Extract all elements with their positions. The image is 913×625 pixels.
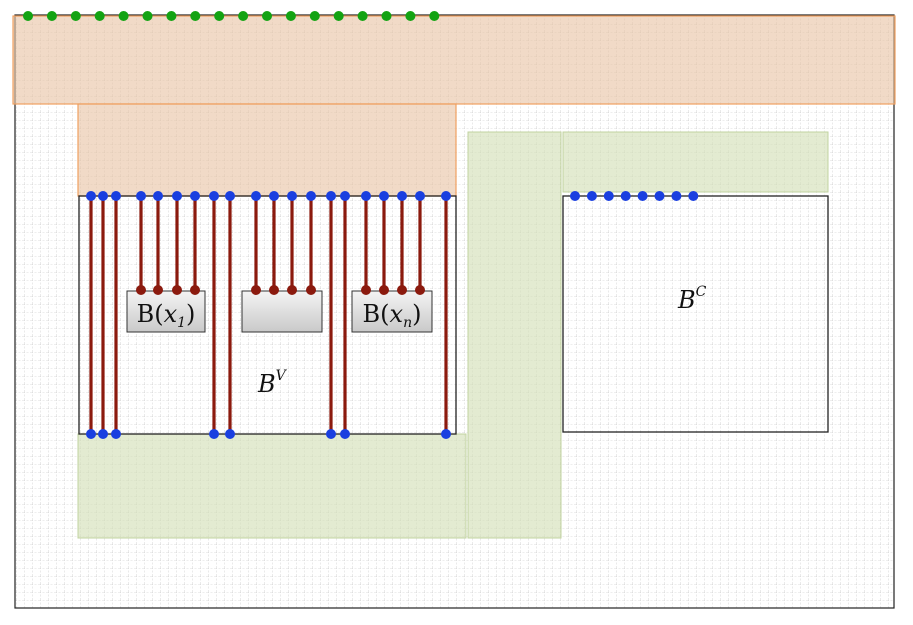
top-green-node <box>214 11 225 21</box>
bc-boundary-node <box>671 191 682 201</box>
bottom-boundary-node <box>340 429 350 439</box>
gadget-port-node <box>397 285 407 295</box>
bottom-boundary-node <box>441 429 451 439</box>
green-vertical-strip <box>467 131 562 539</box>
top-green-node <box>70 11 81 21</box>
gadget-port-node <box>136 285 146 295</box>
wire-group <box>89 196 448 434</box>
gadget-label-x1: B(x1) <box>137 300 196 331</box>
orange-region-above-bv <box>77 103 457 197</box>
top-green-node <box>429 11 440 21</box>
bc-label: BC <box>677 284 707 314</box>
bc-boundary-node <box>654 191 665 201</box>
top-orange-band <box>12 15 896 105</box>
gadget-port-node <box>251 285 261 295</box>
top-green-node <box>381 11 392 21</box>
gadget-label-xn: B(xn) <box>363 300 422 331</box>
top-boundary-node <box>269 191 279 201</box>
top-green-node <box>23 11 33 21</box>
bc-boundary-node <box>570 191 580 201</box>
top-boundary-node <box>340 191 350 201</box>
top-green-node <box>46 11 57 21</box>
gadget-port-node <box>269 285 279 295</box>
top-green-node <box>357 11 368 21</box>
bv-region-box <box>78 195 457 435</box>
gadget-port-node <box>153 285 163 295</box>
top-green-node <box>142 11 153 21</box>
top-boundary-node <box>209 191 219 201</box>
top-green-node <box>118 11 129 21</box>
gadget-box-xn <box>351 290 433 333</box>
green-region-above-bc <box>562 131 829 193</box>
top-green-node <box>238 11 249 21</box>
top-boundary-node <box>153 191 163 201</box>
top-boundary-node <box>287 191 297 201</box>
top-boundary-node <box>111 191 121 201</box>
bottom-boundary-node <box>111 429 121 439</box>
gadget-box-x1 <box>126 290 206 333</box>
gadget-port-node <box>190 285 200 295</box>
top-green-node <box>309 11 320 21</box>
top-boundary-node <box>306 191 316 201</box>
node-group <box>23 11 699 439</box>
bc-boundary-node <box>603 191 614 201</box>
gadget-port-node <box>287 285 297 295</box>
bottom-boundary-node <box>326 429 336 439</box>
top-boundary-node <box>397 191 407 201</box>
top-green-node <box>94 11 105 21</box>
bottom-boundary-node <box>225 429 235 439</box>
gadget-port-node <box>379 285 389 295</box>
top-boundary-node <box>415 191 425 201</box>
top-boundary-node <box>136 191 146 201</box>
bc-boundary-node <box>620 191 631 201</box>
bottom-boundary-node <box>209 429 219 439</box>
green-region-below-bv <box>77 433 467 539</box>
top-green-node <box>262 11 272 21</box>
top-boundary-node <box>251 191 261 201</box>
top-boundary-node <box>172 191 182 201</box>
top-boundary-node <box>225 191 235 201</box>
top-boundary-node <box>190 191 200 201</box>
gadget-port-node <box>361 285 371 295</box>
top-green-node <box>405 11 416 21</box>
top-boundary-node <box>98 191 108 201</box>
top-boundary-node <box>441 191 451 201</box>
gadget-box-middle <box>241 290 323 333</box>
bc-boundary-node <box>688 191 699 201</box>
bc-boundary-node <box>586 191 597 201</box>
top-boundary-node <box>379 191 389 201</box>
top-green-node <box>285 11 296 21</box>
gadget-port-node <box>172 285 182 295</box>
top-green-node <box>190 11 201 21</box>
top-boundary-node <box>326 191 336 201</box>
top-green-node <box>166 11 177 21</box>
top-boundary-node <box>361 191 371 201</box>
bc-boundary-node <box>637 191 648 201</box>
bottom-boundary-node <box>98 429 108 439</box>
outer-frame <box>14 14 895 609</box>
gadget-port-node <box>415 285 425 295</box>
top-green-node <box>333 11 344 21</box>
top-boundary-node <box>86 191 96 201</box>
gadget-port-node <box>306 285 316 295</box>
bv-label: BV <box>257 368 288 398</box>
bottom-boundary-node <box>86 429 96 439</box>
